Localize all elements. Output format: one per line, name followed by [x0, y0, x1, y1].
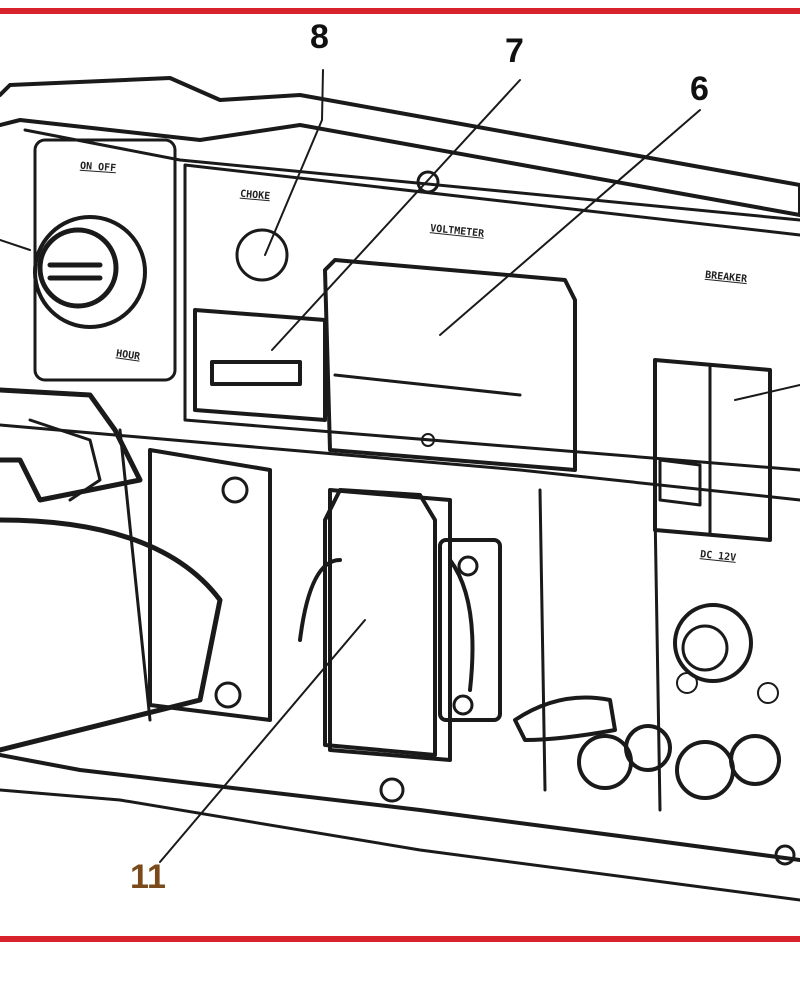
panel-housing-outline — [0, 76, 800, 217]
dc-terminal-knob-2 — [624, 724, 672, 772]
callout-6: 6 — [690, 70, 709, 108]
leader-line-8 — [264, 69, 324, 256]
leader-line-breaker — [734, 384, 800, 401]
lower-panel-outline — [0, 423, 800, 812]
circuit-breaker-toggle — [658, 458, 702, 507]
callout-8: 8 — [310, 18, 329, 56]
bottom-border-bar — [0, 936, 800, 942]
hour-meter — [193, 308, 327, 422]
key-switch-left-line — [0, 239, 31, 251]
dc-fuse-holder-inner — [681, 624, 729, 672]
voltmeter — [323, 258, 577, 472]
dc-terminal-knob-4 — [729, 734, 781, 786]
minus-sign-circle — [757, 682, 779, 704]
callout-11: 11 — [130, 858, 166, 896]
flap-hinge — [28, 418, 102, 502]
socket-bracket-screw-bottom — [452, 694, 474, 716]
hour-meter-display — [210, 360, 302, 386]
upper-panel-outline — [183, 163, 800, 472]
key-switch — [33, 215, 147, 329]
bottom-screw — [379, 777, 405, 803]
dc-terminal-knob-3 — [675, 740, 735, 800]
key-slot — [47, 262, 103, 281]
key-switch-panel — [33, 138, 177, 382]
leader-line-7 — [271, 79, 521, 351]
left-socket-screw-top — [221, 476, 249, 504]
dc-terminal-left — [513, 695, 617, 742]
voltmeter-screw — [421, 433, 435, 447]
panel-bottom-edge-2 — [0, 788, 800, 902]
plus-sign-circle — [676, 672, 698, 694]
left-socket-housing — [148, 448, 272, 722]
callout-7: 7 — [505, 32, 524, 70]
ac-socket-11-ring — [298, 558, 475, 692]
voltmeter-divider — [333, 373, 522, 397]
socket-bracket-screw-top — [457, 555, 479, 577]
left-socket-flap — [0, 387, 223, 753]
left-socket-screw-bottom — [214, 681, 242, 709]
choke-knob — [235, 228, 289, 282]
panel-bottom-edge — [0, 753, 800, 862]
circuit-breaker — [653, 358, 772, 542]
upper-panel-screw — [416, 170, 440, 194]
ac-socket-11-flap — [323, 488, 437, 757]
top-border-bar — [0, 8, 800, 14]
ac-socket-11 — [328, 488, 452, 762]
ac-socket-11-bracket — [438, 538, 502, 722]
key-switch-inner — [37, 227, 119, 309]
corner-screw — [774, 844, 796, 866]
dc-terminal-knob-1 — [577, 734, 633, 790]
dc-fuse-holder — [673, 603, 753, 683]
leader-line-11 — [159, 619, 366, 863]
leader-line-6 — [439, 109, 701, 336]
